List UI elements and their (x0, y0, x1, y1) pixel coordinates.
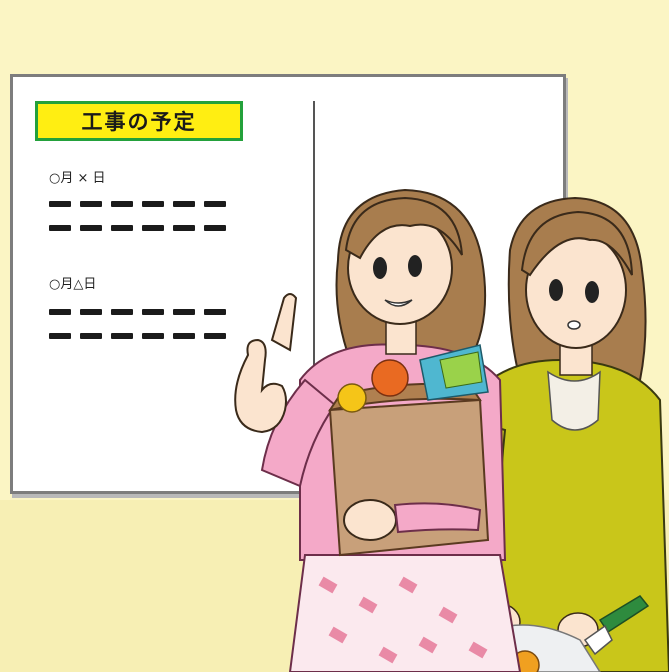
entry-lines-1b (49, 225, 226, 231)
board-title: 工事の予定 (35, 101, 243, 141)
board-divider (313, 101, 315, 491)
entry-date-2: ○月△日 (49, 277, 97, 292)
woman-left (234, 188, 522, 672)
pointing-hand-icon (234, 293, 298, 434)
entry-lines-1a (49, 201, 226, 207)
entry-lines-2a (49, 309, 226, 315)
woman-right (433, 196, 669, 672)
entry-lines-2b (49, 333, 226, 339)
entry-date-1: ○月 × 日 (49, 171, 106, 186)
